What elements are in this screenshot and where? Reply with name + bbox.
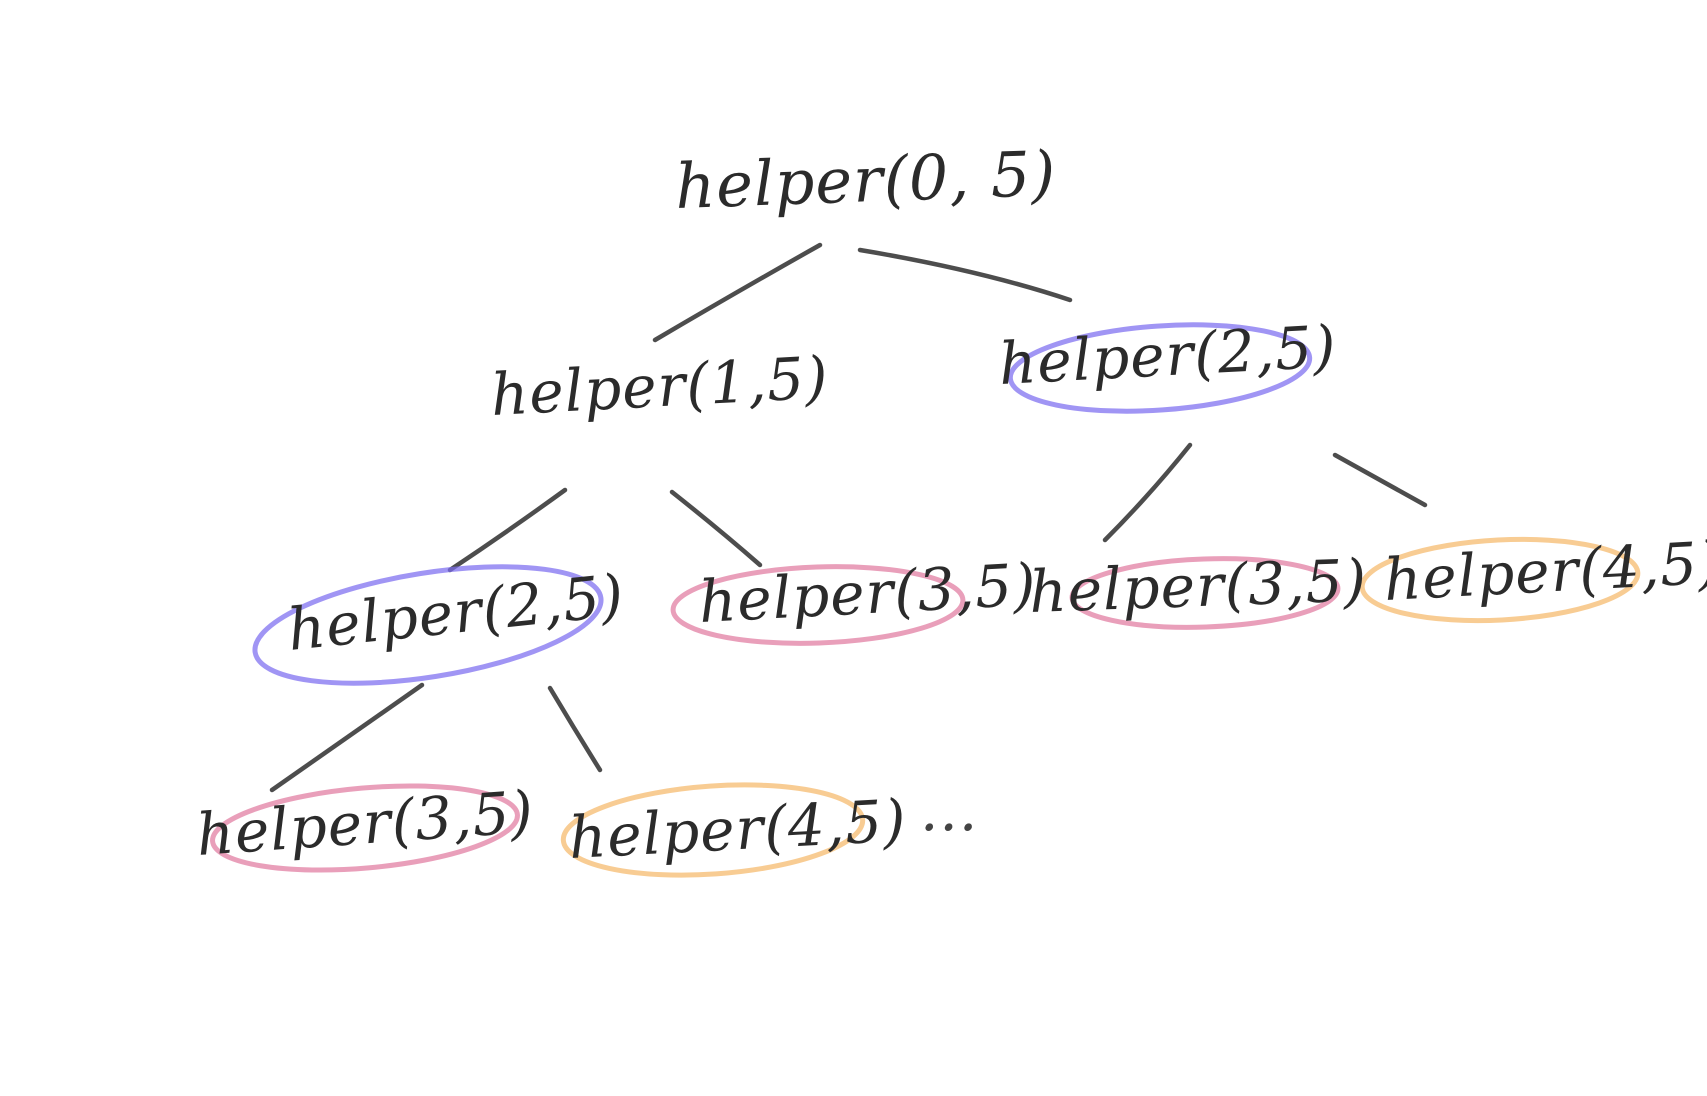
continuation-ellipsis: ... [920, 776, 978, 844]
node-helper-3-5-bottom: helper(3,5) [194, 778, 536, 869]
node-root: helper(0, 5) [674, 137, 1057, 223]
edge-helper-2-5-to-helper-3-5 [1102, 442, 1193, 543]
edge-helper-1-5-to-helper-2-5 [447, 487, 568, 573]
node-helper-1-5: helper(1,5) [489, 343, 830, 429]
edge-helper-2-5-to-helper-4-5-bottom [547, 685, 603, 773]
edge-helper-1-5-to-helper-3-5 [669, 489, 763, 568]
node-helper-3-5-mid: helper(3,5) [697, 550, 1038, 636]
edge-root-to-helper-2-5 [857, 247, 1073, 303]
pink-ring-helper-3-5-right [1069, 556, 1341, 630]
tree-edges [269, 242, 1428, 793]
edge-helper-2-5-to-helper-4-5 [1332, 452, 1428, 508]
purple-ring-helper-2-5-mid [252, 564, 604, 686]
pink-ring-helper-3-5-mid [670, 564, 966, 646]
purple-ring-helper-2-5-top [1007, 322, 1313, 414]
node-helper-2-5-top: helper(2,5) [997, 312, 1338, 398]
tree-nodes: helper(0, 5) helper(1,5) helper(2,5) hel… [194, 137, 1707, 872]
node-helper-4-5-bottom: helper(4,5) [567, 786, 908, 872]
edge-root-to-helper-1-5 [652, 242, 823, 343]
highlight-rings [210, 322, 1641, 878]
orange-ring-helper-4-5-bottom [560, 782, 866, 878]
node-helper-2-5-mid: helper(2,5) [284, 561, 627, 664]
pink-ring-helper-3-5-bottom [210, 783, 520, 873]
node-helper-3-5-right: helper(3,5) [1028, 546, 1368, 626]
orange-ring-helper-4-5-right [1359, 536, 1641, 624]
edge-helper-2-5-to-helper-3-5-bottom [269, 682, 425, 793]
node-helper-4-5-right: helper(4,5) [1382, 528, 1707, 614]
